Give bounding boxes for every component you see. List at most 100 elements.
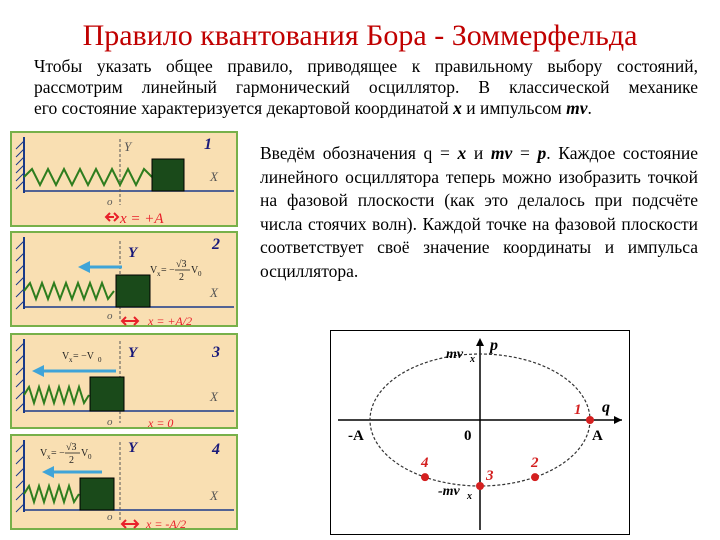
panel-number: 4 bbox=[211, 441, 220, 458]
desc-mv: mv bbox=[490, 143, 513, 163]
mvx-top-sub: x bbox=[469, 354, 475, 365]
y-axis-label: Y bbox=[124, 139, 133, 154]
phase-point-label-3: 3 bbox=[485, 468, 494, 484]
arrow-right-icon bbox=[614, 416, 622, 424]
description-paragraph: Введём обозначения q = x и mv = p. Каждо… bbox=[260, 142, 698, 283]
vel-eq: = − bbox=[51, 448, 65, 459]
spring-icon bbox=[23, 383, 90, 407]
vel-prefix: V bbox=[40, 448, 48, 459]
page-title: Правило квантования Бора - Зоммерфельда bbox=[82, 19, 638, 52]
phase-point-label-2: 2 bbox=[530, 455, 539, 471]
desc-eq: = bbox=[512, 143, 538, 163]
vel-prefix: V bbox=[62, 351, 70, 362]
mvx-top-label: mv bbox=[446, 347, 464, 362]
vel-end: V bbox=[81, 448, 89, 459]
desc-x: x bbox=[457, 143, 467, 163]
phase-points: 1 2 3 4 bbox=[420, 402, 594, 490]
phase-point-2 bbox=[531, 473, 539, 482]
intro-line-2: рассмотрим линейный гармонический осцилл… bbox=[34, 77, 698, 97]
vel-end: V bbox=[191, 265, 199, 276]
panel-number: 1 bbox=[204, 136, 212, 153]
x-axis-label: X bbox=[209, 169, 219, 184]
minus-a-label: -A bbox=[348, 428, 364, 444]
intro-line-1: Чтобы указать общее правило, приводящее … bbox=[34, 56, 698, 76]
arrow-right-icon bbox=[133, 519, 140, 529]
p-axis-label: p bbox=[488, 337, 498, 354]
vel-end-sub: 0 bbox=[88, 453, 92, 461]
mass-block bbox=[115, 274, 151, 308]
vel-sub: x bbox=[157, 270, 161, 278]
mass-block bbox=[79, 477, 115, 511]
origin-label: o bbox=[107, 511, 113, 523]
q-axis-label: q bbox=[602, 399, 610, 416]
intro-end: . bbox=[587, 98, 592, 118]
desc-p: p bbox=[537, 143, 547, 163]
arrow-left-icon bbox=[104, 212, 111, 222]
vel-prefix: V bbox=[150, 265, 158, 276]
vel-end-sub: 0 bbox=[98, 356, 102, 364]
arrow-right-icon bbox=[133, 316, 140, 326]
vel-sub: x bbox=[47, 453, 51, 461]
arrow-left-icon bbox=[120, 519, 127, 529]
desc-and: и bbox=[466, 143, 491, 163]
mvx-bottom-sub: x bbox=[466, 491, 472, 502]
arrow-left-icon bbox=[32, 365, 44, 377]
intro-line-3-text: его состояние характеризуется декартовой… bbox=[34, 98, 454, 118]
vel-num: √3 bbox=[176, 259, 187, 270]
phase-point-3 bbox=[476, 482, 484, 490]
origin-label: o bbox=[107, 196, 113, 208]
wall-hatch-icon bbox=[15, 342, 25, 412]
phase-point-1 bbox=[586, 416, 594, 424]
wall-hatch-icon bbox=[15, 140, 25, 190]
spring-icon bbox=[23, 482, 80, 506]
velocity-formula: V x = − √3 2 V 0 bbox=[40, 442, 92, 466]
vel-eq: = − bbox=[161, 265, 175, 276]
velocity-formula: V x = −V 0 bbox=[62, 351, 102, 364]
desc-rest: . Каждое состояние линейного осциллятора… bbox=[260, 143, 698, 281]
vel-sub: x bbox=[69, 356, 73, 364]
phase-point-4 bbox=[421, 473, 429, 482]
wall-hatch-icon bbox=[15, 443, 25, 513]
arrow-left-icon bbox=[78, 261, 90, 273]
oscillator-panel-1: Y X o 1 x = +A bbox=[10, 131, 238, 227]
position-label: x = -A/2 bbox=[145, 517, 186, 531]
panel-number: 3 bbox=[211, 344, 220, 361]
position-label: x = +A bbox=[119, 211, 164, 227]
spring-icon bbox=[23, 166, 153, 188]
phase-point-label-4: 4 bbox=[420, 455, 429, 471]
vel-den: 2 bbox=[69, 455, 74, 466]
plus-a-label: A bbox=[592, 428, 603, 444]
vel-num: √3 bbox=[66, 442, 77, 453]
intro-and: и импульсом bbox=[461, 98, 567, 118]
intro-mv: mv bbox=[566, 98, 588, 118]
spring-icon bbox=[23, 280, 115, 302]
arrow-left-icon bbox=[120, 316, 127, 326]
y-axis-label: Y bbox=[128, 440, 139, 456]
x-axis-label: X bbox=[209, 285, 219, 300]
position-label: x = 0 bbox=[147, 416, 173, 430]
mass-block bbox=[151, 158, 185, 192]
origin-label: o bbox=[107, 310, 113, 322]
intro-x: x bbox=[453, 98, 462, 118]
oscillator-panel-2: Y X o 2 V x = − √3 2 V 0 x = +A/2 bbox=[10, 231, 238, 328]
y-axis-label: Y bbox=[128, 345, 139, 361]
oscillator-panel-4: Y X o 4 V x = − √3 2 V 0 x = -A/2 bbox=[10, 434, 238, 531]
arrow-up-icon bbox=[476, 338, 484, 346]
origin-label: o bbox=[107, 416, 113, 428]
oscillator-panel-3: Y X o 3 V x = −V 0 x = 0 bbox=[10, 333, 238, 430]
x-axis-label: X bbox=[209, 389, 219, 404]
mass-block bbox=[89, 376, 125, 412]
vel-end-sub: 0 bbox=[198, 270, 202, 278]
wall-hatch-icon bbox=[15, 240, 25, 310]
x-axis-label: X bbox=[209, 488, 219, 503]
phase-point-label-1: 1 bbox=[574, 402, 582, 418]
y-axis-label: Y bbox=[128, 245, 139, 261]
velocity-formula: V x = − √3 2 V 0 bbox=[150, 259, 202, 283]
panel-number: 2 bbox=[211, 236, 220, 253]
origin-zero-label: 0 bbox=[464, 428, 472, 444]
vel-eq: = −V bbox=[73, 351, 95, 362]
arrow-right-icon bbox=[113, 212, 120, 222]
vel-den: 2 bbox=[179, 272, 184, 283]
intro-line-3: его состояние характеризуется декартовой… bbox=[34, 98, 698, 119]
